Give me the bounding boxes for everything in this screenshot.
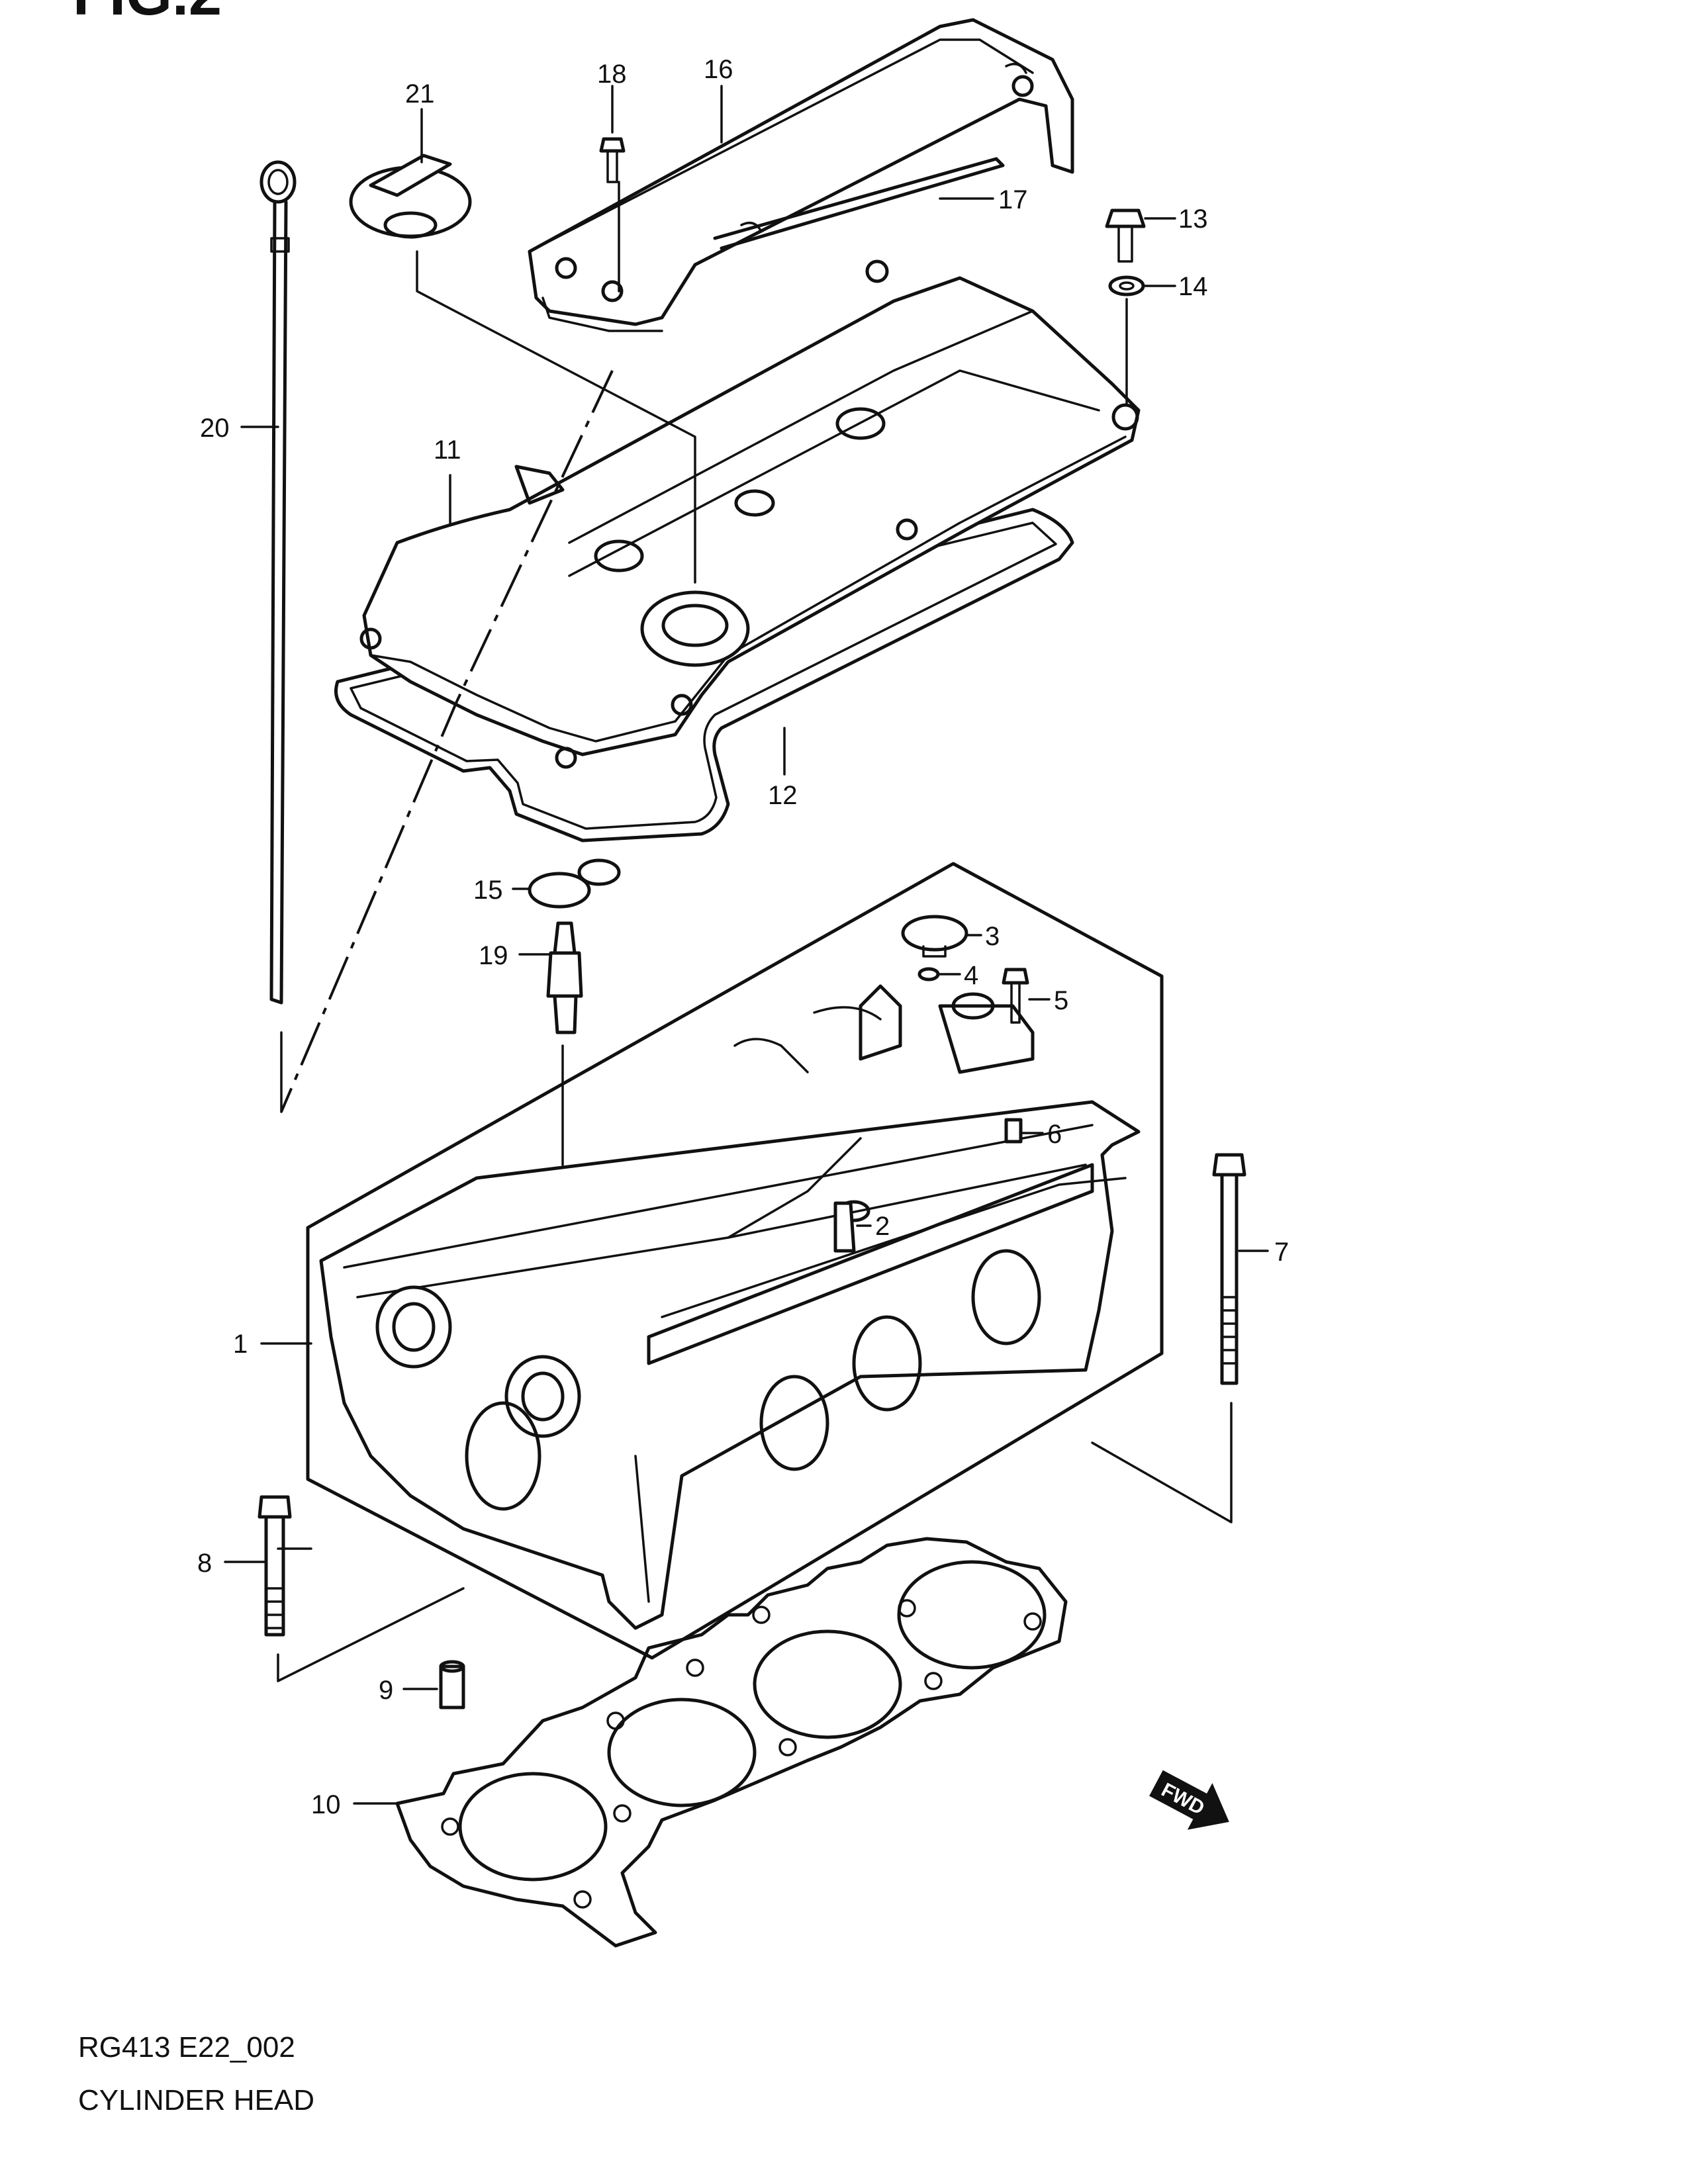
diagram-code: RG413 E22_002 xyxy=(78,2031,295,2064)
diagram-caption: CYLINDER HEAD xyxy=(78,2084,314,2116)
callout-label: 7 xyxy=(1274,1238,1289,1267)
cylinder-head-gasket xyxy=(395,1537,1068,1948)
callout-11: 11 xyxy=(434,435,461,524)
cylinder-head xyxy=(319,984,1141,1630)
callout-1: 1 xyxy=(233,1330,312,1359)
callout-13: 13 xyxy=(1144,205,1208,234)
callout-2: 2 xyxy=(856,1212,890,1241)
callout-label: 16 xyxy=(704,55,733,84)
oil-dipstick xyxy=(259,160,297,1005)
dowel-9 xyxy=(439,1660,465,1709)
callout-14: 14 xyxy=(1144,272,1208,301)
callout-label: 14 xyxy=(1178,272,1208,301)
figure-title: FIG.2 xyxy=(73,0,222,28)
callout-12: 12 xyxy=(768,727,798,810)
cylinder-head-cover xyxy=(359,259,1141,769)
callout-16: 16 xyxy=(704,55,733,144)
callout-15: 15 xyxy=(473,876,531,905)
callout-label: 11 xyxy=(434,435,461,465)
callout-7: 7 xyxy=(1238,1238,1289,1267)
head-bolt-8 xyxy=(258,1495,292,1637)
callout-label: 9 xyxy=(379,1676,393,1705)
head-cover-gasket xyxy=(334,508,1074,842)
head-bolt-7 xyxy=(1212,1153,1246,1385)
callout-label: 15 xyxy=(473,876,503,905)
callout-label: 1 xyxy=(233,1330,248,1359)
callout-8: 8 xyxy=(197,1549,266,1578)
bolt-13 xyxy=(1105,208,1146,263)
callout-label: 3 xyxy=(985,922,1000,951)
callout-5: 5 xyxy=(1028,986,1068,1015)
callout-20: 20 xyxy=(200,414,279,443)
callout-9: 9 xyxy=(379,1676,438,1705)
callout-3: 3 xyxy=(966,922,1000,951)
callout-4: 4 xyxy=(939,961,978,990)
cylinder-head-cover-lid xyxy=(528,18,1074,332)
callout-label: 12 xyxy=(768,781,798,810)
callout-19: 19 xyxy=(479,941,551,970)
cover-seal-strip xyxy=(713,157,1005,250)
forward-arrow-icon: FWD xyxy=(1149,1770,1229,1830)
callout-21: 21 xyxy=(405,79,435,163)
callout-label: 19 xyxy=(479,941,508,970)
callout-10: 10 xyxy=(311,1790,399,1819)
callout-label: 18 xyxy=(597,60,627,89)
callout-label: 5 xyxy=(1054,986,1068,1015)
ring-4 xyxy=(917,967,940,981)
callout-label: 6 xyxy=(1047,1120,1062,1149)
callout-label: 13 xyxy=(1178,205,1208,234)
spark-plug-19 xyxy=(546,921,583,1034)
callout-label: 21 xyxy=(405,79,435,109)
callout-label: 10 xyxy=(311,1790,341,1819)
leader-lines xyxy=(277,181,1233,1682)
cam-cap-dowel-2 xyxy=(833,1201,856,1253)
washer-14 xyxy=(1108,275,1145,296)
callout-label: 20 xyxy=(200,414,230,443)
bolt-18 xyxy=(599,137,626,183)
cap-3 xyxy=(901,915,968,958)
oil-filler-cap xyxy=(349,154,472,239)
callout-6: 6 xyxy=(1021,1120,1062,1149)
callout-label: 17 xyxy=(998,185,1028,214)
callout-label: 8 xyxy=(197,1549,212,1578)
callout-label: 4 xyxy=(964,961,978,990)
callout-18: 18 xyxy=(597,60,627,134)
bolt-5 xyxy=(1002,968,1029,1024)
callout-17: 17 xyxy=(939,185,1028,214)
callout-label: 2 xyxy=(875,1212,890,1241)
seal-15 xyxy=(528,858,621,909)
pin-6 xyxy=(1004,1118,1023,1144)
